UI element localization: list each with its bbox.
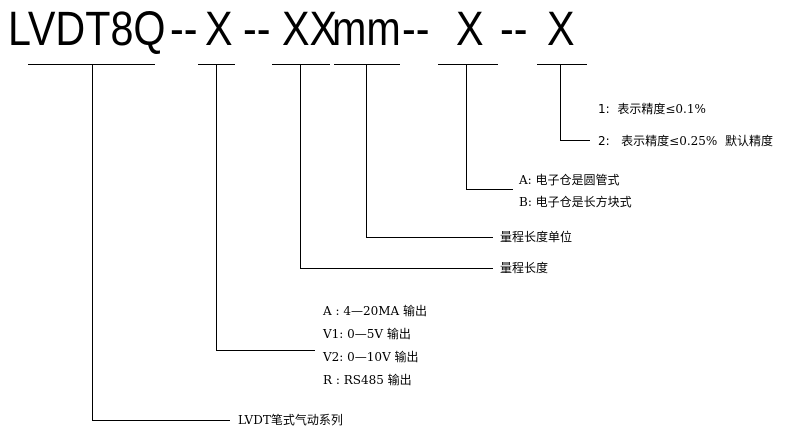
output-option-r: R : RS485 输出 — [323, 373, 412, 387]
precision-option-1-key: 1: — [598, 102, 610, 116]
precision-option-2: 2: 表示精度≤0.25% 默认精度 — [598, 133, 773, 149]
precision-option-1: 1: 表示精度≤0.1% — [598, 101, 706, 117]
precision-option-2-text: 表示精度≤0.25% 默认精度 — [621, 134, 773, 148]
code-housing-type: X — [456, 3, 484, 56]
code-output-type: X — [205, 3, 233, 56]
precision-option-1-text: 表示精度≤0.1% — [617, 102, 706, 116]
output-option-v2: V2: 0—10V 输出 — [323, 350, 419, 364]
code-separator-4: -- — [500, 3, 528, 56]
length-label: 量程长度 — [500, 261, 549, 275]
housing-option-b: B: 电子仓是长方块式 — [519, 195, 632, 209]
precision-option-2-key: 2: — [598, 134, 610, 148]
code-separator-3: -- — [402, 3, 430, 56]
code-length-unit: mm — [332, 3, 401, 56]
code-precision: X — [547, 3, 575, 56]
code-range-length: XX — [282, 3, 338, 56]
code-separator-2: -- — [243, 3, 271, 56]
code-prefix: LVDT8Q — [8, 3, 166, 56]
housing-option-a: A: 电子仓是圆管式 — [519, 173, 620, 187]
output-option-v1: V1: 0—5V 输出 — [323, 327, 411, 341]
output-option-a: A : 4—20MA 输出 — [323, 304, 428, 318]
code-separator-1: -- — [170, 3, 198, 56]
length-unit-label: 量程长度单位 — [500, 230, 573, 244]
series-label: LVDT笔式气动系列 — [238, 413, 343, 427]
